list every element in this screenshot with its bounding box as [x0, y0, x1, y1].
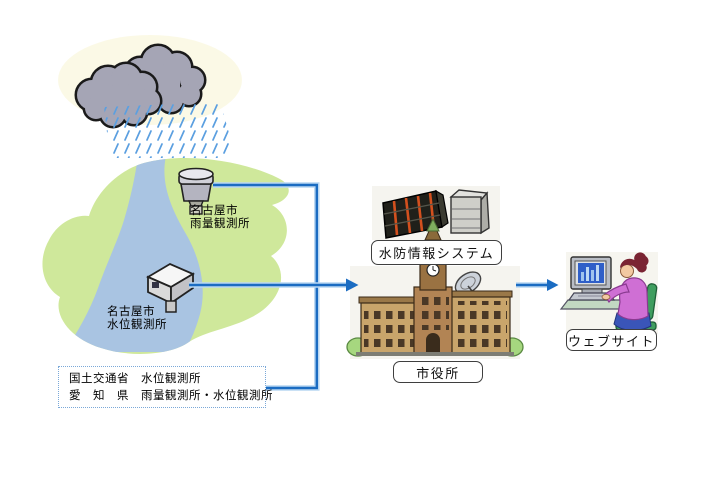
website-label: ウェブサイト: [566, 329, 657, 351]
water-station-line2: 水位観測所: [107, 318, 167, 331]
external-stations-line2: 愛 知 県 雨量観測所・水位観測所: [69, 390, 273, 402]
water-level-sensor-icon: [146, 262, 195, 313]
city-hall-building-icon: [346, 217, 524, 357]
city-hall-label: 市役所: [393, 361, 483, 383]
rain-gauge-icon: [178, 167, 214, 215]
rain-station-line1: 名古屋市: [190, 205, 238, 217]
water-station-label: 名古屋市 水位観測所: [107, 306, 167, 331]
flow-arrow-to-website: [516, 279, 559, 291]
flow-arrow-to-cityhall: [189, 278, 359, 292]
server-rack-icon: [382, 189, 449, 239]
server-tower-icon: [449, 189, 490, 235]
website-text: ウェブサイト: [567, 333, 655, 349]
external-stations-line1: 国土交通省 水位観測所: [69, 373, 201, 385]
flood-info-system-label: 水防情報システム: [371, 240, 502, 265]
rain-station-line2: 雨量観測所: [190, 217, 250, 230]
rainfall-icon: [104, 102, 234, 158]
external-stations-box: 国土交通省 水位観測所 愛 知 県 雨量観測所・水位観測所: [58, 366, 273, 408]
city-hall-text: 市役所: [416, 365, 460, 381]
water-station-line1: 名古屋市: [107, 306, 155, 318]
flood-info-system-text: 水防情報システム: [378, 246, 495, 261]
rain-station-label: 名古屋市 雨量観測所: [190, 205, 250, 230]
